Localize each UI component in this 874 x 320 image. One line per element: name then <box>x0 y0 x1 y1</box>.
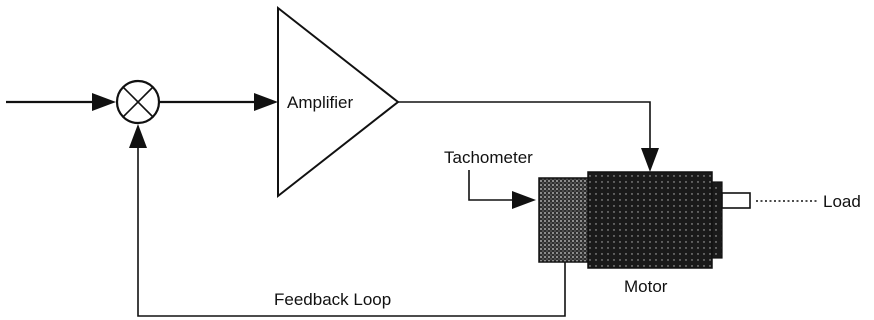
tachometer-label: Tachometer <box>444 148 533 167</box>
feedback-loop-label: Feedback Loop <box>274 290 391 309</box>
amplifier-block <box>277 5 400 199</box>
motor-label: Motor <box>624 277 668 296</box>
amplifier-label: Amplifier <box>287 93 353 112</box>
motor-block <box>587 171 713 269</box>
summing-junction-icon <box>115 79 161 125</box>
junction-to-amplifier-arrow <box>159 93 278 111</box>
input-arrow <box>6 93 116 111</box>
tachometer-block <box>538 177 590 263</box>
tachometer-arrow <box>468 170 536 209</box>
load-label: Load <box>823 192 861 211</box>
feedback-loop-arrow <box>129 124 566 317</box>
motor-shaft <box>721 192 751 209</box>
amplifier-to-motor-arrow <box>398 101 659 172</box>
motor-end-cap <box>711 181 723 259</box>
